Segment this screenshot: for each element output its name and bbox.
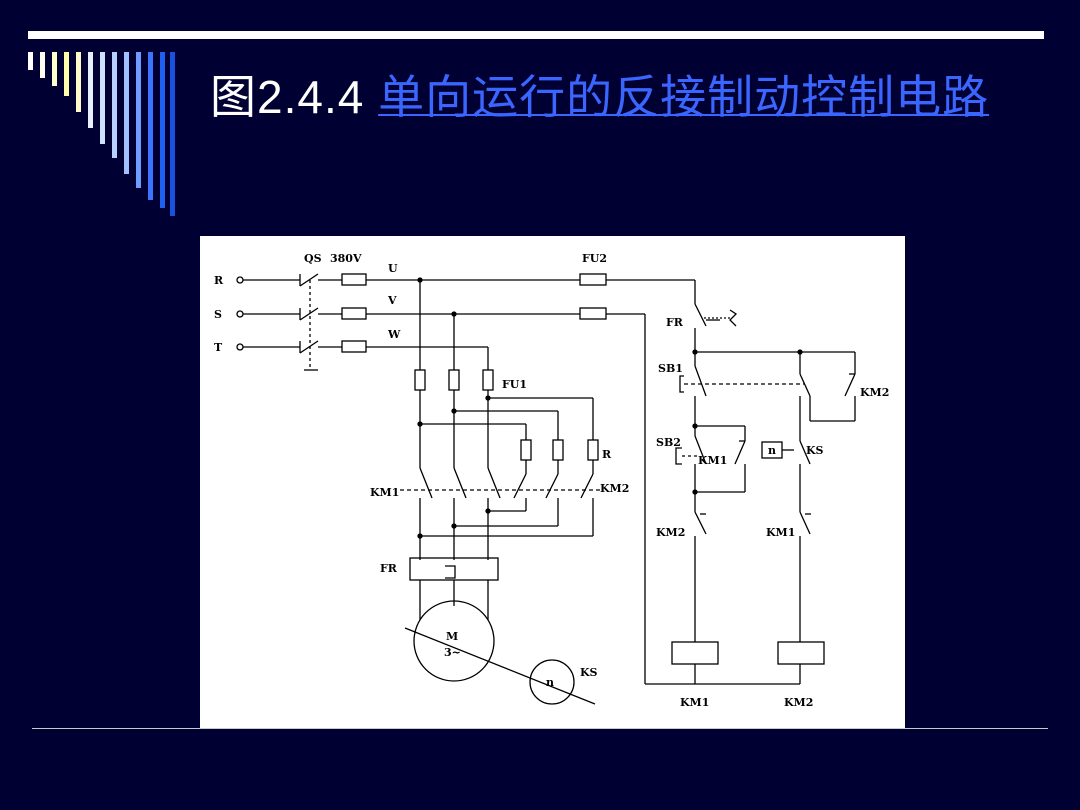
thermal-relay-fr [409, 557, 499, 581]
fuse-w [341, 340, 367, 353]
label-r-resist: R [602, 448, 612, 461]
label-motor-m: M [446, 630, 458, 643]
title-link[interactable]: 单向运行的反接制动控制电路 [378, 70, 990, 124]
terminal-s [236, 310, 244, 318]
label-v: V [387, 294, 397, 307]
label-r: R [214, 274, 224, 287]
label-w: W [387, 328, 401, 341]
label-km1-main: KM1 [370, 486, 399, 499]
label-qs: QS [304, 252, 322, 265]
stripe [160, 52, 165, 208]
fuse-v [341, 307, 367, 320]
label-fr-main: FR [380, 562, 398, 575]
fuse-fu2-a [579, 273, 607, 286]
stripe [28, 52, 33, 70]
label-sb2: SB2 [656, 436, 681, 449]
resistor-2 [552, 439, 564, 461]
top-rule [28, 31, 1044, 39]
stripe [76, 52, 81, 112]
label-km2-main: KM2 [600, 482, 629, 495]
label-ks-ctrl: KS [806, 444, 824, 457]
label-fu2: FU2 [582, 252, 607, 265]
label-coil-km1: KM1 [680, 696, 709, 709]
stripe [136, 52, 141, 188]
bottom-rule [32, 728, 1048, 729]
fuse-fu2-b [579, 307, 607, 320]
stripe [124, 52, 129, 174]
label-voltage: 380V [330, 252, 362, 265]
stripe [100, 52, 105, 144]
stripe [112, 52, 117, 158]
stripe [170, 52, 175, 216]
slide-title: 图2.4.4 单向运行的反接制动控制电路 [210, 66, 1030, 128]
label-km1-sb2: KM1 [698, 454, 727, 467]
coil-km1 [671, 641, 719, 665]
label-km2-inter: KM2 [656, 526, 685, 539]
label-km2-sb1: KM2 [860, 386, 889, 399]
coil-km2 [777, 641, 825, 665]
fuse-fu1-w [482, 369, 494, 391]
label-fr-ctrl: FR [666, 316, 684, 329]
stripe [52, 52, 57, 86]
decorative-stripes [28, 52, 175, 216]
resistor-3 [587, 439, 599, 461]
title-prefix: 图2.4.4 [210, 71, 379, 123]
resistor-1 [520, 439, 532, 461]
motor [413, 600, 495, 682]
label-n-ctrl: n [768, 444, 776, 457]
speed-relay-ks [529, 659, 575, 705]
fuse-fu1-v [448, 369, 460, 391]
label-n-motor: n [546, 676, 554, 689]
terminal-t [236, 343, 244, 351]
qs-blade [299, 273, 319, 287]
label-motor-3: 3~ [444, 646, 461, 659]
stripe [64, 52, 69, 96]
label-u: U [388, 262, 398, 275]
label-coil-km2: KM2 [784, 696, 813, 709]
fuse-u [341, 273, 367, 286]
stripe [40, 52, 45, 78]
label-km1-inter: KM1 [766, 526, 795, 539]
stripe [88, 52, 93, 128]
terminal-r [236, 276, 244, 284]
label-sb1: SB1 [658, 362, 683, 375]
fuse-fu1-u [414, 369, 426, 391]
label-ks-motor: KS [580, 666, 598, 679]
label-fu1: FU1 [502, 378, 527, 391]
circuit-diagram: R S T QS 380V U V W FU2 FU1 FR SB1 KM2 S… [200, 236, 905, 728]
label-s: S [214, 308, 222, 321]
label-t: T [214, 341, 223, 354]
stripe [148, 52, 153, 200]
